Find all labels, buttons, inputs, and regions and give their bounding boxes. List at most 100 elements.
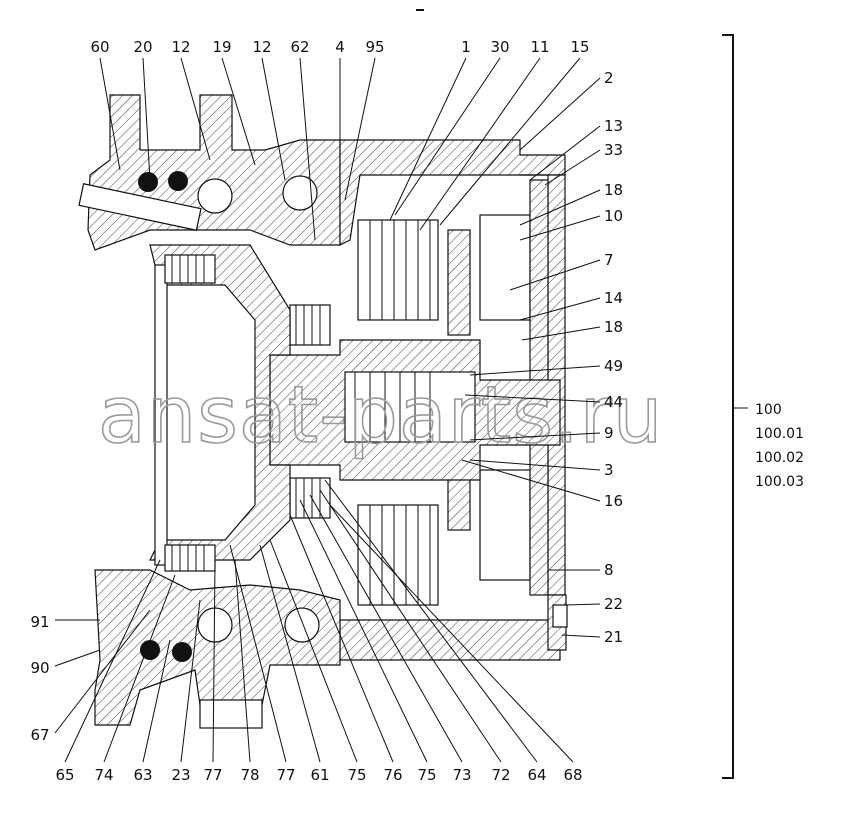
hub-bore [154, 264, 168, 566]
leader-bottom-2 [142, 639, 171, 763]
bottom-label-64: 64 [527, 766, 546, 784]
leader-right-10 [469, 432, 601, 441]
assembly-numbers: 100 100.01 100.02 100.03 [755, 402, 804, 490]
leader-top-9 [394, 57, 501, 216]
top-label-95: 95 [365, 38, 384, 56]
bottom-label-76: 76 [383, 766, 402, 784]
top-label-15: 15 [570, 38, 589, 56]
upper-bearing [357, 219, 439, 321]
ball-4 [284, 607, 320, 643]
bottom-label-61: 61 [310, 766, 329, 784]
assembly-number-3: 100.03 [755, 474, 804, 490]
bottom-label-77: 77 [203, 766, 222, 784]
leader-bottom-3 [180, 599, 201, 763]
watermark: ansat-parts.ru [98, 371, 663, 461]
leader-right-12 [461, 459, 601, 502]
leader-right-4 [519, 215, 601, 241]
right-label-49: 49 [604, 357, 623, 375]
right-label-18: 18 [604, 318, 623, 336]
assembly-number-1: 100.01 [755, 426, 804, 442]
top-label-11: 11 [530, 38, 549, 56]
leader-right-2 [544, 149, 601, 186]
outer-cover-lower [339, 619, 561, 661]
right-label-16: 16 [604, 492, 623, 510]
right-label-21: 21 [604, 628, 623, 646]
leader-top-3 [221, 57, 256, 166]
leader-bottom-9 [289, 514, 394, 763]
leader-bottom-13 [324, 479, 538, 763]
right-label-33: 33 [604, 141, 623, 159]
leader-right-14 [565, 603, 601, 606]
bottom-label-73: 73 [452, 766, 471, 784]
leader-bottom-8 [269, 539, 358, 763]
leader-lines [54, 57, 601, 763]
leader-right-5 [509, 259, 601, 291]
top-label-20: 20 [133, 38, 152, 56]
drawing-body [78, 94, 568, 729]
left-labels: 91 90 67 [30, 613, 49, 744]
leader-top-2 [180, 57, 211, 161]
leader-bottom-5 [234, 559, 251, 763]
planet-gear-upper [447, 229, 471, 336]
bottom-label-23: 23 [171, 766, 190, 784]
spline-teeth [354, 372, 431, 442]
ball-2 [282, 175, 318, 211]
right-label-7: 7 [604, 251, 614, 269]
brake-disks-upper-lines [295, 305, 321, 345]
leader-top-7 [344, 57, 376, 201]
leader-left-2 [54, 609, 151, 734]
spring-lower-coils [171, 545, 205, 571]
top-label-30: 30 [490, 38, 509, 56]
leader-top-8 [389, 57, 467, 221]
bottom-label-65: 65 [55, 766, 74, 784]
left-label-90: 90 [30, 659, 49, 677]
leader-bottom-1 [103, 574, 176, 763]
spring-upper [164, 254, 216, 284]
lower-bolt [199, 699, 263, 729]
upper-housing [339, 139, 566, 246]
brake-disks-lower [289, 477, 331, 519]
top-label-1: 1 [461, 38, 471, 56]
top-label-19: 19 [212, 38, 231, 56]
assembly-number-0: 100 [755, 402, 782, 418]
leader-right-7 [521, 326, 601, 341]
seal-3 [140, 640, 160, 660]
left-label-91: 91 [30, 613, 49, 631]
bottom-label-75: 75 [347, 766, 366, 784]
ring-block-lower [479, 469, 531, 581]
right-label-18: 18 [604, 181, 623, 199]
right-label-13: 13 [604, 117, 623, 135]
bottom-label-63: 63 [133, 766, 152, 784]
leader-right-8 [469, 365, 601, 376]
leader-bottom-10 [299, 499, 428, 763]
upper-bearing-ribs [369, 220, 431, 320]
ball-1 [197, 178, 233, 214]
shaft-spline [344, 371, 476, 443]
hub-body [149, 244, 291, 561]
ring-block-upper [479, 214, 531, 321]
assembly-bracket [722, 34, 734, 779]
leader-right-1 [529, 125, 601, 181]
assembly-number-2: 100.02 [755, 450, 804, 466]
right-label-14: 14 [604, 289, 623, 307]
leader-right-3 [519, 189, 601, 226]
leader-bottom-4 [212, 564, 216, 763]
bottom-label-68: 68 [563, 766, 582, 784]
leader-top-0 [99, 57, 121, 171]
leader-bottom-11 [309, 494, 463, 763]
bottom-label-72: 72 [491, 766, 510, 784]
right-label-44: 44 [604, 393, 623, 411]
upper-bolt [78, 183, 202, 231]
brake-disks-upper [289, 304, 331, 346]
seal-1 [138, 172, 158, 192]
leader-right-0 [519, 77, 601, 151]
left-label-67: 67 [30, 726, 49, 744]
end-cap-plug [552, 604, 568, 628]
leader-right-9 [464, 394, 601, 403]
seal-4 [172, 642, 192, 662]
leader-bottom-0 [64, 559, 161, 763]
